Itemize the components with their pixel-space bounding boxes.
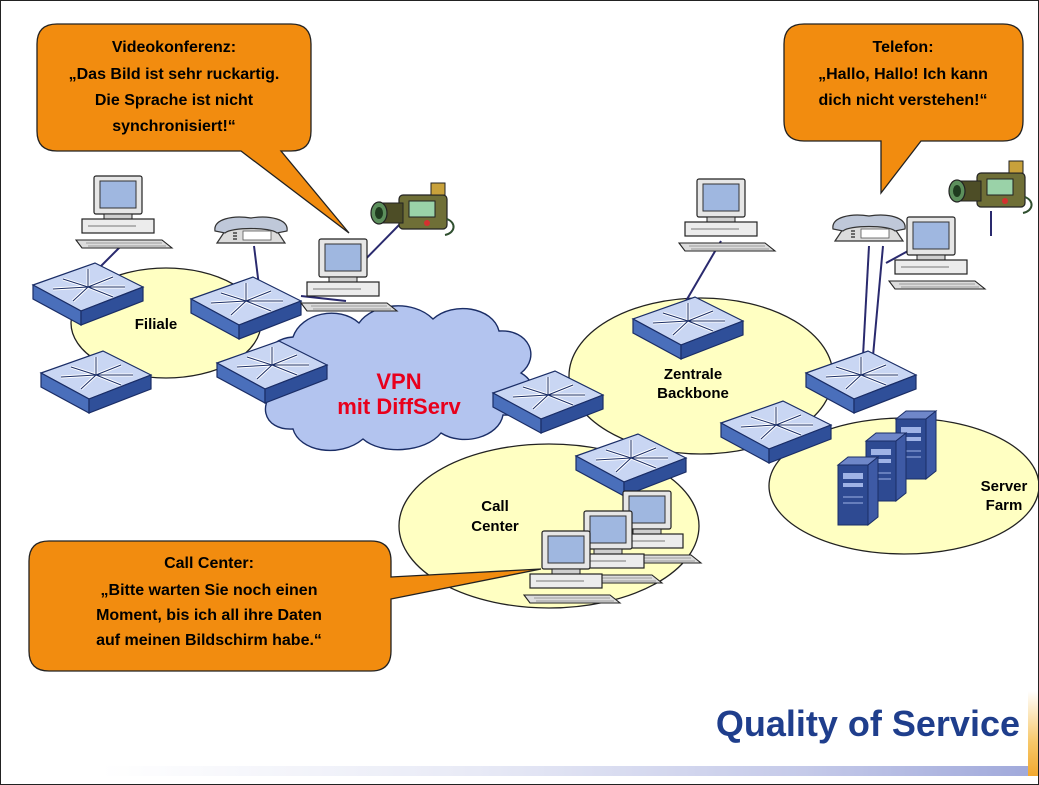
label-serverfarm-1: Server xyxy=(981,478,1028,495)
pc-backbone xyxy=(678,178,776,252)
pc-filiale-2 xyxy=(300,238,398,312)
bubble-video-line-1: Videokonferenz: xyxy=(112,39,236,56)
phone-filiale xyxy=(214,216,288,244)
vpn-cloud xyxy=(264,305,534,452)
vpn-label-2: mit DiffServ xyxy=(337,394,461,419)
bubble-callcenter-line-2: „Bitte warten Sie noch einen xyxy=(101,582,318,599)
label-filiale: Filiale xyxy=(135,316,178,333)
label-callcenter-2: Center xyxy=(471,518,519,535)
bubble-phone-line-1: Telefon: xyxy=(872,39,933,56)
vpn-label-1: VPN xyxy=(376,369,421,394)
decorative-bottom-bar xyxy=(101,766,1038,776)
label-backbone-2: Backbone xyxy=(657,385,729,402)
server-3 xyxy=(837,456,879,526)
slide-title: Quality of Service xyxy=(715,703,1020,744)
bubble-callcenter-line-1: Call Center: xyxy=(164,555,254,572)
label-serverfarm-2: Farm xyxy=(986,497,1023,514)
bubble-phone-line-2: „Hallo, Hallo! Ich kann xyxy=(818,66,988,83)
bubble-callcenter-text: Call Center: „Bitte warten Sie noch eine… xyxy=(96,555,322,649)
bubble-phone-text: Telefon: „Hallo, Hallo! Ich kann dich ni… xyxy=(818,39,988,109)
phone-backbone xyxy=(832,214,906,242)
bubble-callcenter xyxy=(28,540,542,672)
bubble-callcenter-line-4: auf meinen Bildschirm habe.“ xyxy=(96,632,322,649)
bubble-phone xyxy=(783,23,1024,195)
camera-right xyxy=(948,160,1033,214)
bubble-video-line-2: „Das Bild ist sehr ruckartig. xyxy=(69,66,280,83)
bubble-video-text: Videokonferenz: „Das Bild ist sehr rucka… xyxy=(69,39,280,135)
pc-filiale-1 xyxy=(75,175,173,249)
decorative-corner-bar xyxy=(1028,691,1038,776)
bubble-video-line-4: synchronisiert!“ xyxy=(112,118,236,135)
bubble-video xyxy=(36,23,350,234)
bubble-phone-line-3: dich nicht verstehen!“ xyxy=(819,92,988,109)
label-backbone-1: Zentrale xyxy=(664,366,722,383)
camera-filiale xyxy=(370,182,455,236)
bubble-callcenter-line-3: Moment, bis ich all ihre Daten xyxy=(96,607,322,624)
label-callcenter-1: Call xyxy=(481,498,509,515)
bubble-video-line-3: Die Sprache ist nicht xyxy=(95,92,254,109)
